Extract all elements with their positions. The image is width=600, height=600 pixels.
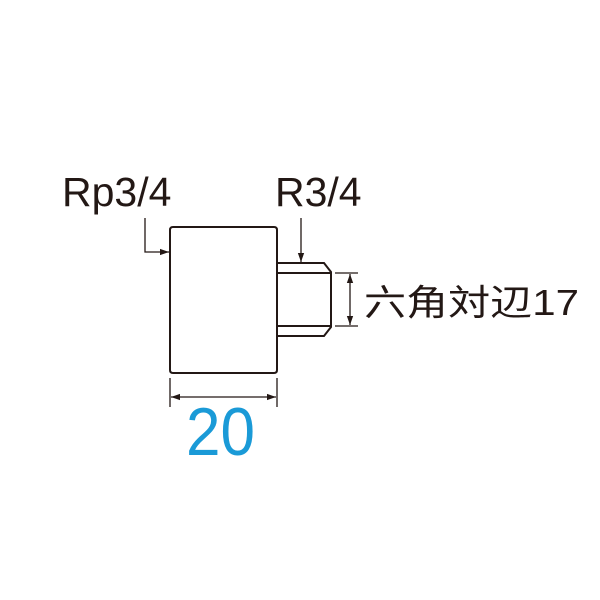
- inlet-thread-label: Rp3/4: [62, 169, 171, 215]
- outlet-thread-label: R3/4: [275, 169, 362, 215]
- fitting-body: [169, 226, 278, 374]
- inlet-leader-arrow: [144, 218, 169, 256]
- length-dimension-value: 20: [186, 394, 255, 470]
- hex-across-flats-label: 六角対辺17: [364, 282, 579, 323]
- fitting-nipple: [277, 262, 332, 337]
